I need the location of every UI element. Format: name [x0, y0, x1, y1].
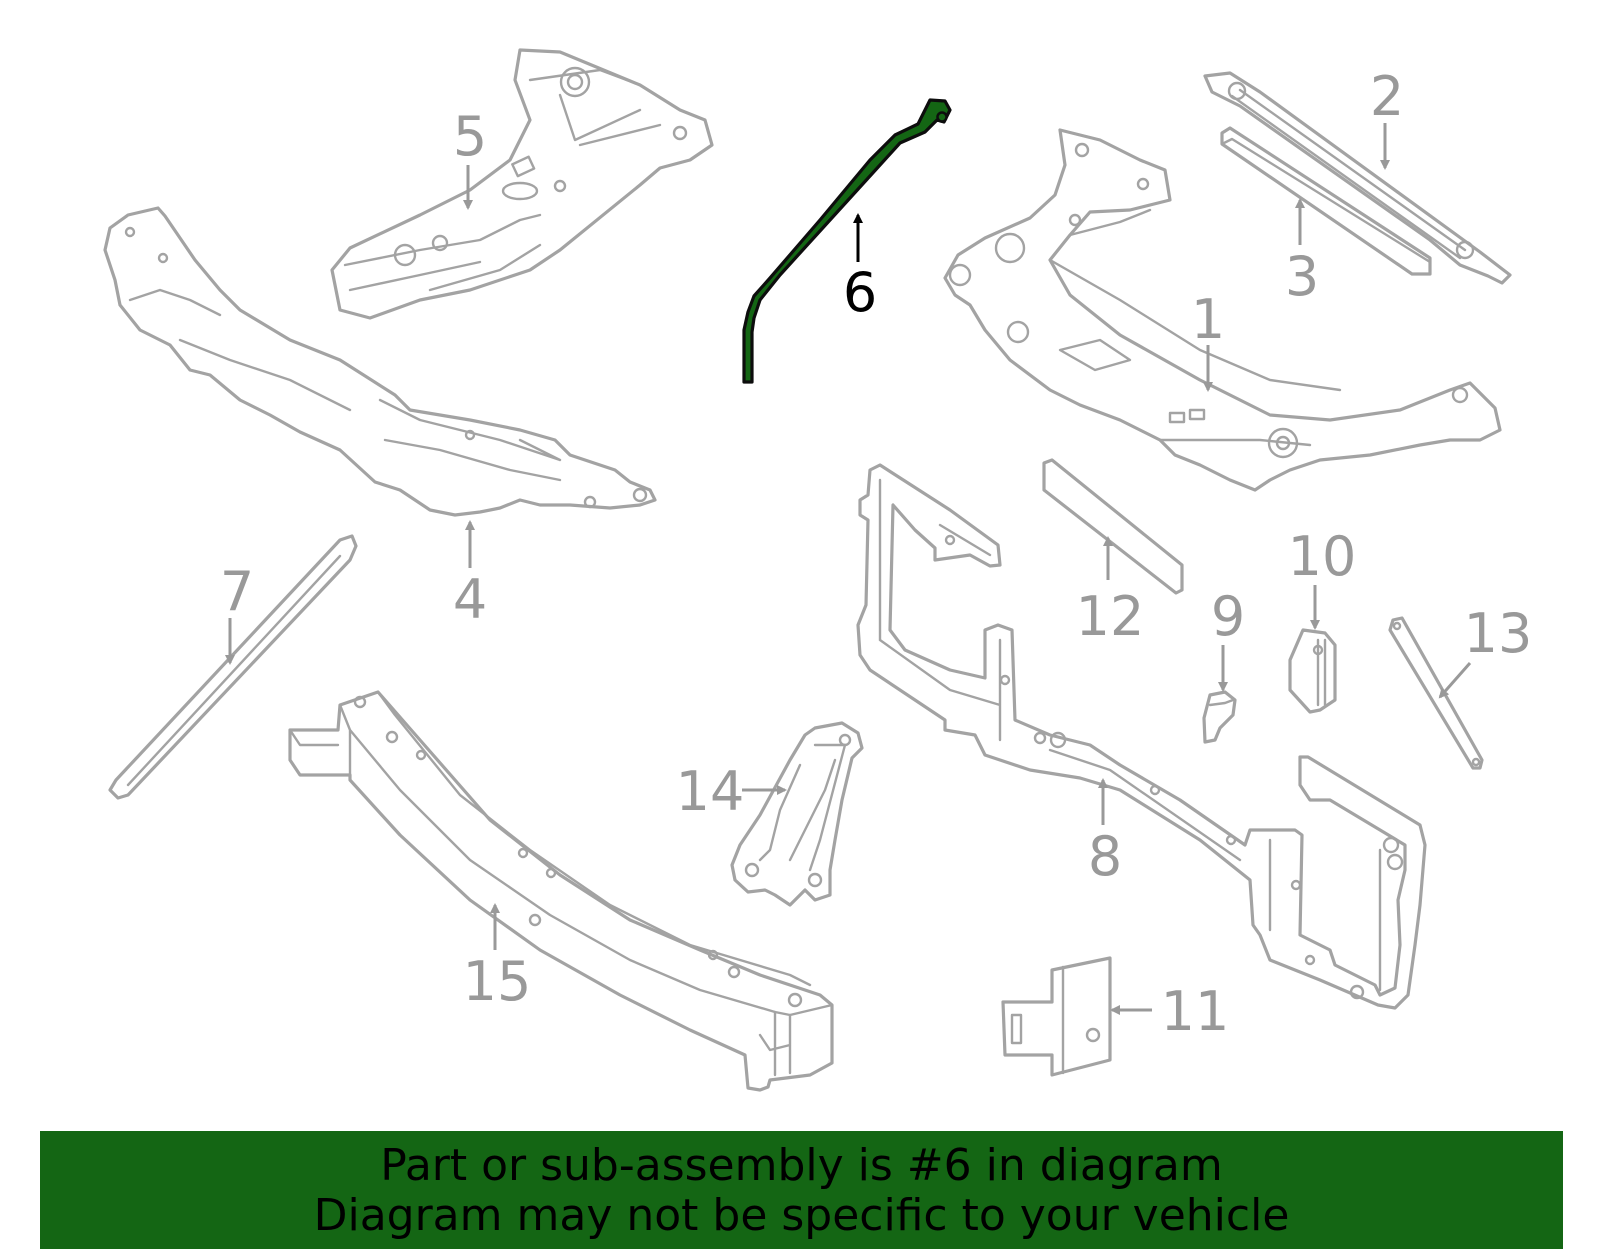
callout-14[interactable]: 14	[676, 760, 745, 823]
callout-15[interactable]: 15	[463, 950, 532, 1013]
info-banner: Part or sub-assembly is #6 in diagram Di…	[40, 1131, 1563, 1249]
callout-10[interactable]: 10	[1288, 525, 1357, 588]
part-10-bracket[interactable]	[1288, 628, 1337, 714]
part-11-bracket[interactable]	[1001, 956, 1112, 1077]
part-4-support[interactable]	[103, 206, 657, 517]
part-8-frame[interactable]	[856, 463, 1427, 1010]
leader-lines	[225, 123, 1472, 1015]
callout-labels: 1 2 3 4 5 6 7 8 9 10 11 12 13 14 15	[220, 65, 1533, 1043]
callout-12[interactable]: 12	[1076, 585, 1145, 648]
callout-11[interactable]: 11	[1161, 980, 1230, 1043]
banner-line-1: Part or sub-assembly is #6 in diagram	[380, 1140, 1223, 1191]
callout-3[interactable]: 3	[1285, 245, 1319, 308]
part-2-rail[interactable]	[1203, 71, 1512, 285]
part-9-clip[interactable]	[1202, 690, 1237, 744]
callout-13[interactable]: 13	[1464, 602, 1533, 665]
part-14-bracket[interactable]	[730, 721, 864, 907]
callout-9[interactable]: 9	[1211, 585, 1245, 648]
part-5-bracket[interactable]	[330, 48, 714, 320]
callout-2[interactable]: 2	[1370, 65, 1404, 128]
callout-1[interactable]: 1	[1191, 288, 1225, 351]
part-6-rod[interactable]	[742, 98, 952, 384]
callout-6[interactable]: 6	[843, 261, 877, 324]
part-7-strip[interactable]	[108, 534, 358, 800]
part-12-plate[interactable]	[1042, 458, 1184, 595]
callout-8[interactable]: 8	[1088, 825, 1122, 888]
callout-4[interactable]: 4	[453, 568, 487, 631]
part-3-bar[interactable]	[1220, 126, 1432, 276]
banner-line-2: Diagram may not be specific to your vehi…	[313, 1190, 1290, 1241]
part-15-bumper[interactable]	[288, 690, 834, 1092]
callout-5[interactable]: 5	[453, 105, 487, 168]
callout-7[interactable]: 7	[220, 560, 254, 623]
part-1-crossmember[interactable]	[943, 128, 1502, 492]
part-13-rod[interactable]	[1388, 616, 1484, 770]
